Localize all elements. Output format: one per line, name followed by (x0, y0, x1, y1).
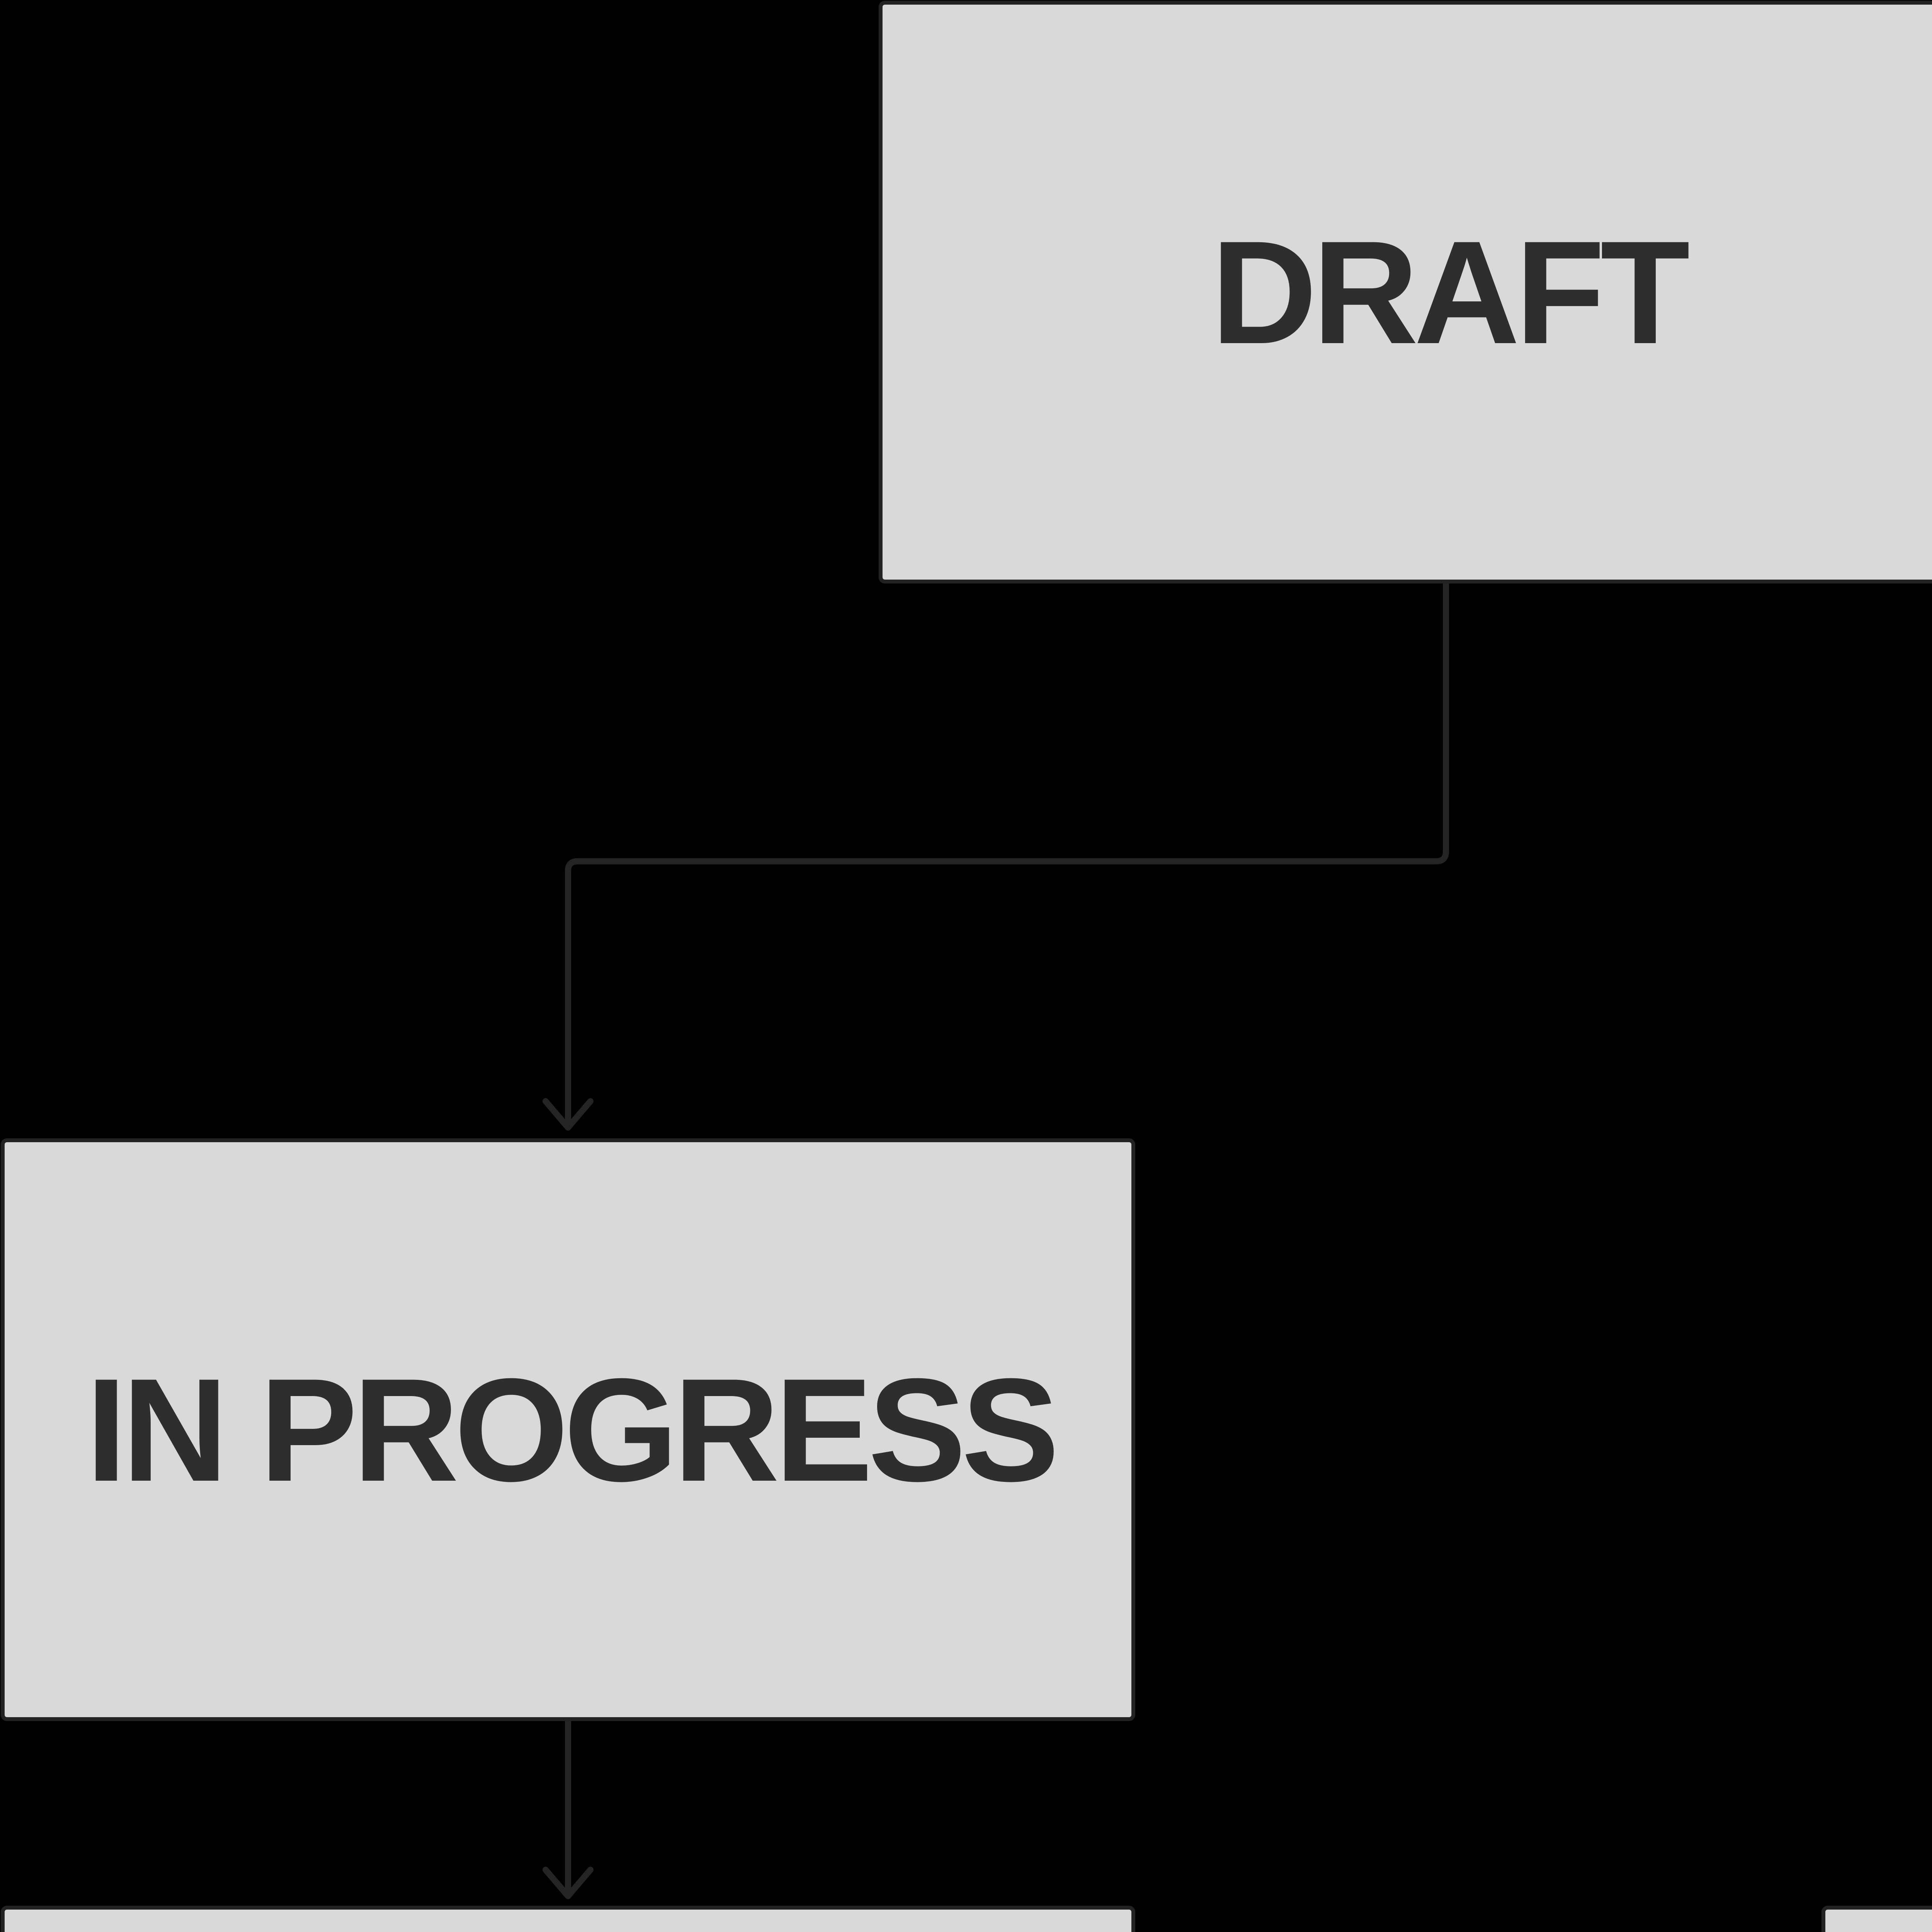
node-in-progress-label: IN PROGRESS (86, 1347, 1059, 1512)
edge-draft-to-in-progress-arrowhead-icon (543, 1098, 594, 1131)
node-draft: DRAFT (879, 1, 1932, 583)
node-in-progress: IN PROGRESS (1, 1138, 1135, 1721)
node-cancelled: CANCELLED (1821, 1906, 1932, 1932)
node-draft-label: DRAFT (1211, 210, 1690, 374)
node-finished: FINISHED (1, 1906, 1135, 1932)
edge-in-progress-to-finished-arrowhead-icon (543, 1867, 594, 1899)
edge-draft-to-in-progress (565, 580, 1449, 1131)
